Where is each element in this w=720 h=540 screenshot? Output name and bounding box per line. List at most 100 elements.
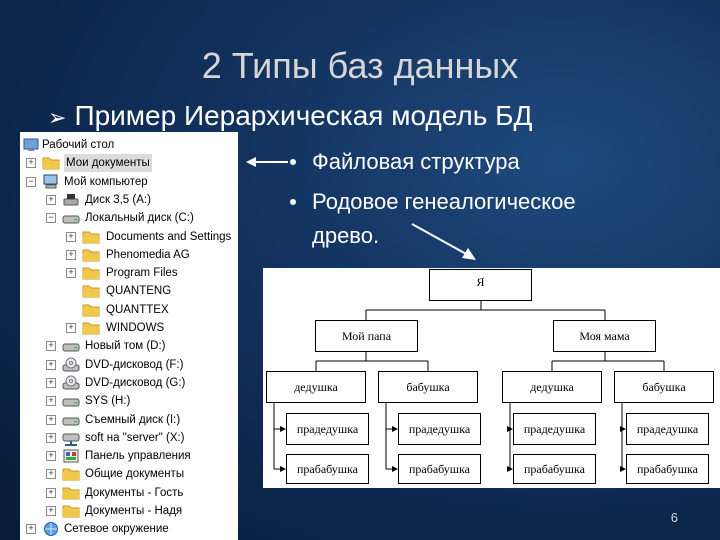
network-icon xyxy=(42,521,60,537)
expand-icon[interactable]: + xyxy=(66,268,76,279)
explorer-item-label: Документы - Надя xyxy=(85,505,183,517)
expand-icon[interactable]: + xyxy=(66,231,76,242)
explorer-tree-item[interactable]: + soft на "server" (X:) xyxy=(20,429,238,447)
tree-node-great-grandfather: прадедушка xyxy=(626,413,709,445)
tree-node-grandparent: дедушка xyxy=(266,371,366,403)
folder-icon xyxy=(82,265,100,281)
explorer-item-label: Документы - Гость xyxy=(85,486,184,499)
explorer-item-label: Documents and Settings xyxy=(106,230,232,243)
page-number: 6 xyxy=(670,510,678,525)
tree-node-great-grandmother: прабабушка xyxy=(513,454,596,484)
explorer-tree-item[interactable]: +DVD-дисковод (F:) xyxy=(20,356,238,374)
expand-icon[interactable]: + xyxy=(46,396,56,407)
bullet-text: древо. xyxy=(312,223,380,248)
expand-icon[interactable]: + xyxy=(46,506,56,516)
expand-icon[interactable]: + xyxy=(66,249,76,260)
tree-node-great-grandmother: прабабушка xyxy=(398,454,481,484)
subtitle-text: Пример Иерархическая модель БД xyxy=(74,100,533,131)
left-arrow-icon xyxy=(246,157,288,167)
folder-icon xyxy=(82,283,100,299)
desktop-icon xyxy=(22,137,40,153)
expand-icon[interactable]: + xyxy=(46,451,56,462)
tree-node-parent: Моя мама xyxy=(553,320,656,352)
explorer-tree-item[interactable]: + Новый том (D:) xyxy=(20,337,238,355)
expand-icon[interactable]: + xyxy=(46,377,56,388)
collapse-icon[interactable]: − xyxy=(26,176,36,187)
explorer-item-label: soft на "server" (X:) xyxy=(85,431,185,444)
expand-icon[interactable]: + xyxy=(26,158,36,169)
explorer-tree-item[interactable]: +DVD-дисковод (G:) xyxy=(20,374,238,392)
folder-icon xyxy=(62,485,80,501)
folder-icon xyxy=(82,229,100,245)
explorer-tree-item[interactable]: + SYS (H:) xyxy=(20,392,238,410)
explorer-tree-item[interactable]: +Съемный диск (I:) xyxy=(20,411,238,429)
tree-arrowhead xyxy=(620,426,626,432)
tree-node-great-grandfather: прадедушка xyxy=(286,413,369,445)
expand-icon[interactable]: + xyxy=(66,323,76,333)
explorer-item-label: Phenomedia AG xyxy=(106,248,190,261)
explorer-tree-item[interactable]: + Program Files xyxy=(20,264,238,282)
explorer-item-label: Локальный диск (C:) xyxy=(85,212,194,225)
folder-icon xyxy=(42,155,60,171)
diagonal-arrow-icon xyxy=(411,223,476,260)
explorer-item-label: QUANTENG xyxy=(106,285,172,298)
tree-arrowhead xyxy=(280,426,286,432)
tree-arrowhead xyxy=(507,466,513,472)
bullet-text: Родовое генеалогическое xyxy=(312,189,576,214)
network-drive-icon xyxy=(62,430,80,446)
explorer-tree-item[interactable]: QUANTENG xyxy=(20,282,238,300)
slide-subtitle: ➢ Пример Иерархическая модель БД xyxy=(48,100,532,132)
explorer-tree-item[interactable]: + Мои документы xyxy=(20,154,238,173)
drive-icon xyxy=(62,338,80,354)
folder-icon xyxy=(82,320,100,336)
expand-icon[interactable]: + xyxy=(46,194,56,205)
folder-icon xyxy=(82,302,100,318)
tree-node-grandparent: бабушка xyxy=(378,371,478,403)
bullet-text: Файловая структура xyxy=(312,149,520,174)
explorer-tree-item[interactable]: + Сетевое окружение xyxy=(20,520,238,538)
explorer-item-label: Program Files xyxy=(106,267,178,280)
expand-icon[interactable]: + xyxy=(46,469,56,480)
explorer-tree-item[interactable]: + Общие документы xyxy=(20,465,238,483)
explorer-tree-item[interactable]: QUANTTEX xyxy=(20,301,238,319)
expand-icon[interactable]: + xyxy=(46,341,56,352)
arrow-bullet-icon: ➢ xyxy=(48,105,67,130)
explorer-item-label: SYS (H:) xyxy=(85,395,131,408)
explorer-item-label: Панель управления xyxy=(85,450,191,463)
explorer-tree-item[interactable]: − Локальный диск (C:) xyxy=(20,209,238,227)
explorer-tree-item[interactable]: + Диск 3,5 (A:) xyxy=(20,191,238,209)
expand-icon[interactable]: + xyxy=(46,414,56,425)
collapse-icon[interactable]: − xyxy=(46,213,56,224)
explorer-item-label: Общие документы xyxy=(85,468,185,481)
tree-node-great-grandfather: прадедушка xyxy=(513,413,596,445)
tree-arrowhead xyxy=(280,466,286,472)
expand-icon[interactable]: + xyxy=(46,432,56,443)
explorer-item-label: Сетевое окружение xyxy=(64,523,169,536)
expand-icon[interactable]: + xyxy=(46,487,56,498)
folder-icon xyxy=(62,466,80,482)
explorer-tree-item[interactable]: +WINDOWS xyxy=(20,319,238,337)
expand-icon[interactable]: + xyxy=(46,359,56,370)
tree-node-great-grandfather: прадедушка xyxy=(398,413,481,445)
explorer-tree-item[interactable]: + Документы - Надя xyxy=(20,502,238,520)
explorer-item-label: Мои документы xyxy=(64,154,152,173)
explorer-item-label: Мой компьютер xyxy=(64,175,148,188)
drive-icon xyxy=(62,393,80,409)
explorer-item-label: Новый том (D:) xyxy=(85,340,166,353)
expand-icon[interactable]: + xyxy=(26,524,36,535)
tree-node-great-grandmother: прабабушка xyxy=(286,454,369,484)
explorer-tree-item[interactable]: + Phenomedia AG xyxy=(20,246,238,264)
explorer-tree-item[interactable]: + Панель управления xyxy=(20,447,238,465)
computer-icon xyxy=(42,174,60,190)
tree-node-root: Я xyxy=(429,269,532,301)
explorer-item-label: Диск 3,5 (A:) xyxy=(85,193,151,206)
control-panel-icon xyxy=(62,448,80,464)
bullet-dot-icon xyxy=(290,199,296,205)
floppy-icon xyxy=(62,192,80,208)
explorer-tree-item[interactable]: − Мой компьютер xyxy=(20,173,238,191)
bullet-dot-icon xyxy=(290,159,296,165)
explorer-tree-item[interactable]: Рабочий стол xyxy=(20,136,238,154)
explorer-tree-item[interactable]: + Documents and Settings xyxy=(20,228,238,246)
tree-node-parent: Мой папа xyxy=(315,320,418,352)
explorer-tree-item[interactable]: + Документы - Гость xyxy=(20,484,238,502)
